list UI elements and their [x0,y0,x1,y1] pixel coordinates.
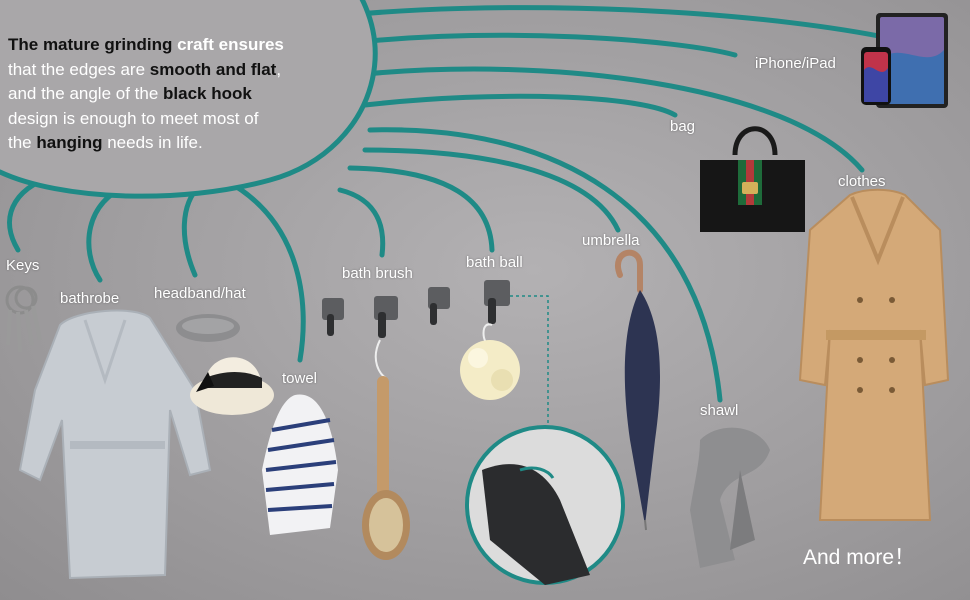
hook-icon [322,280,510,338]
intro-s2: craft ensures [177,35,284,54]
info-bubble [0,0,378,199]
bag-icon [700,126,805,232]
scarf-icon [690,427,770,568]
label-bath-ball: bath ball [466,254,523,271]
coat-icon [798,188,950,521]
intro-s1: The mature grinding [8,35,173,54]
intro-text: The mature grinding craft ensures that t… [8,33,358,156]
label-headband-hat: headband/hat [154,285,246,302]
and-more-text: And more！ [803,546,916,569]
hat-icon [190,357,274,415]
intro-s9: the [8,133,32,152]
intro-s11: needs in life. [107,133,203,152]
intro-s10: hanging [36,133,103,152]
label-bath-brush: bath brush [342,265,413,282]
intro-s6: and the angle of the [8,84,159,103]
umbrella-icon [615,249,660,531]
label-bag: bag [670,118,696,135]
headband-icon [176,314,240,342]
label-towel: towel [282,370,318,387]
bathrobe-icon [18,309,212,580]
intro-s4: smooth and flat [149,59,277,79]
label-iphone-ipad: iPhone/iPad [755,55,836,72]
towel-icon [262,394,338,535]
intro-s3: that the edges are [8,59,146,79]
label-shawl: shawl [700,402,739,419]
label-keys: Keys [6,257,40,274]
tablet-icon [876,13,948,108]
intro-s8: design is enough to meet most of [8,108,259,128]
bath-ball-icon [460,323,520,400]
hook-closeup-icon [465,425,625,585]
bath-brush-icon [362,339,410,560]
callout-line [510,295,549,435]
intro-s5: , [276,59,282,79]
label-clothes: clothes [838,173,886,190]
keys-icon [5,285,42,353]
intro-s7: black hook [163,84,252,103]
phone-icon [861,47,891,105]
label-bathrobe: bathrobe [60,290,120,307]
label-umbrella: umbrella [582,232,640,249]
